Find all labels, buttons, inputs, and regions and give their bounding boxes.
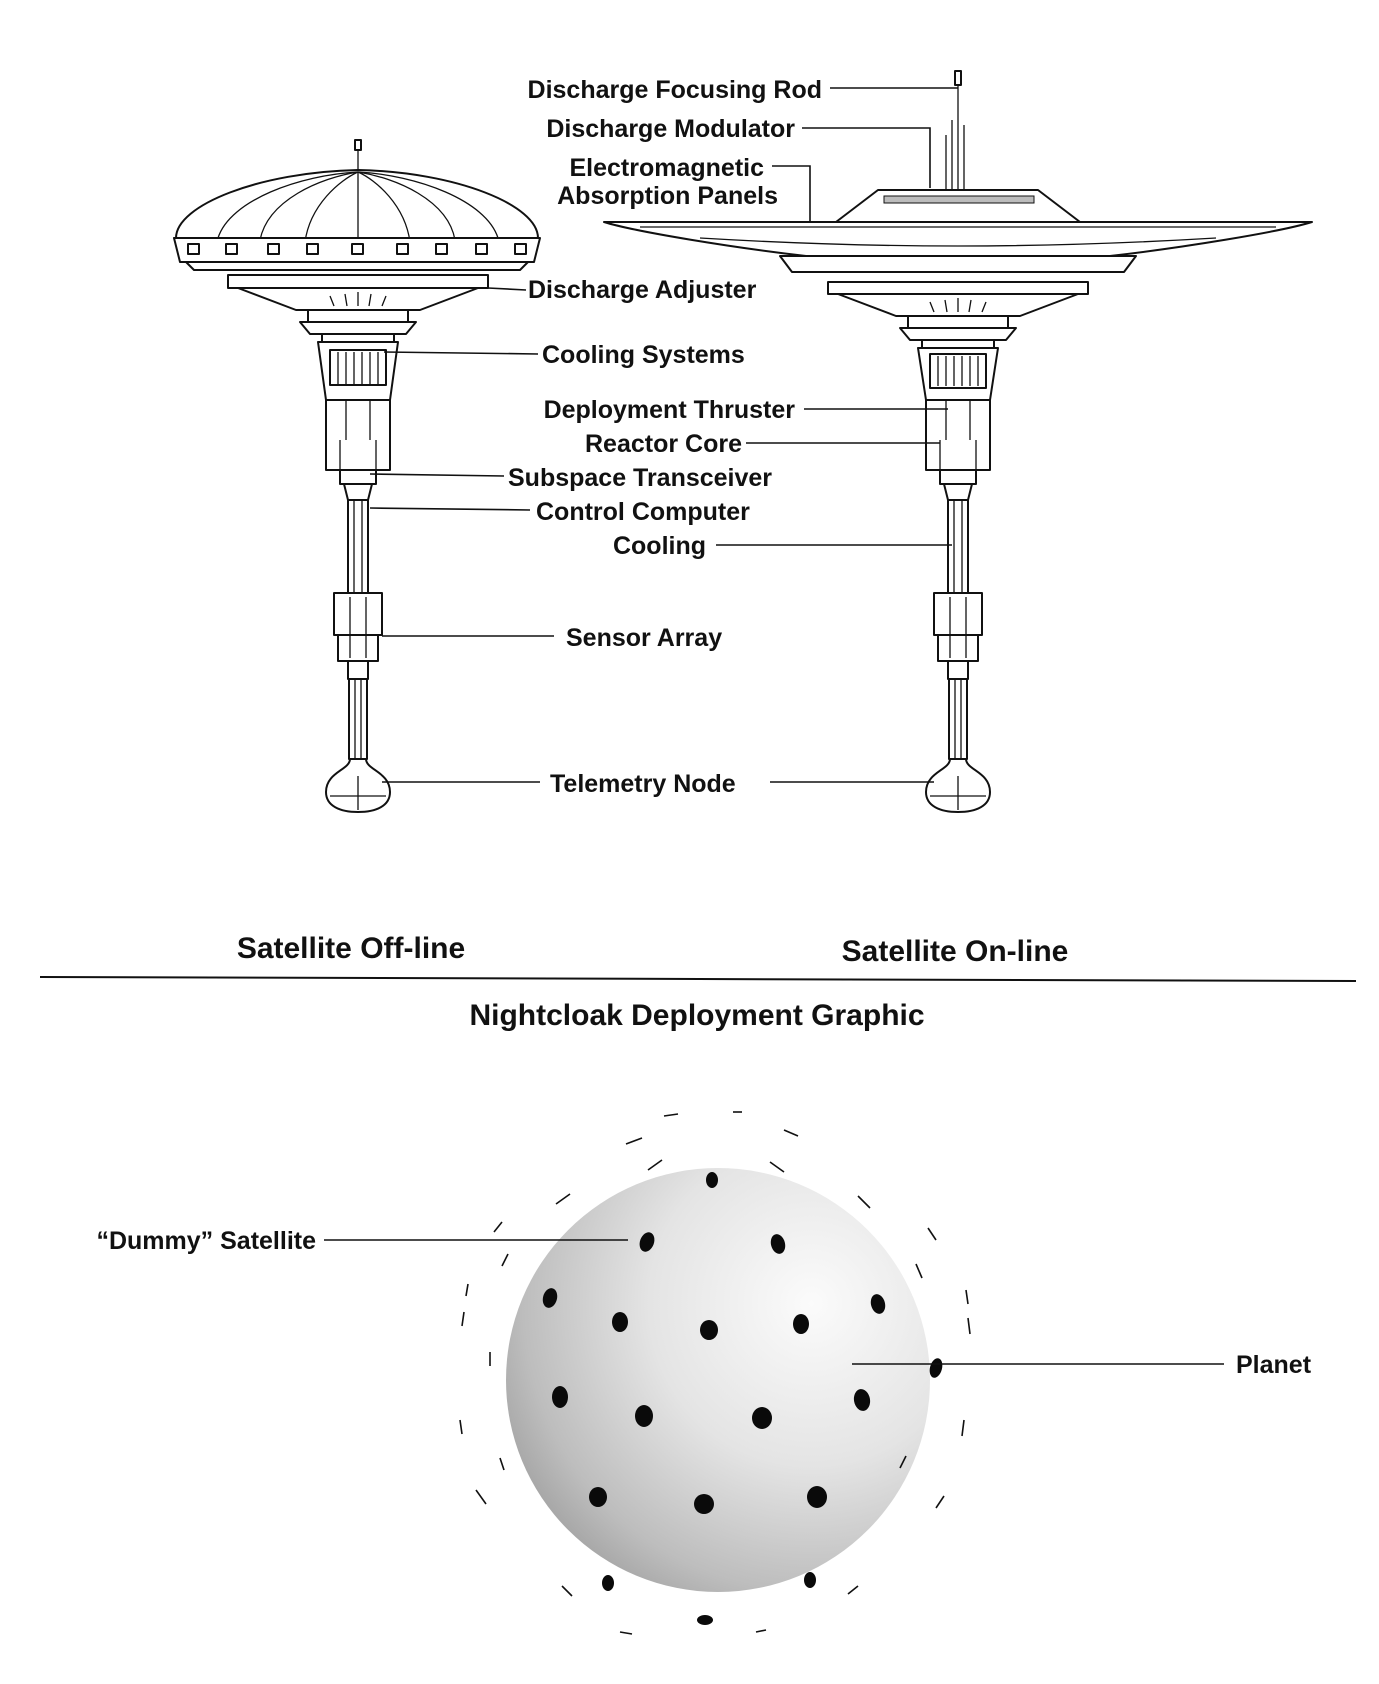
- label-sensor-array: Sensor Array: [566, 624, 722, 652]
- deployment-title: Nightcloak Deployment Graphic: [469, 999, 924, 1032]
- label-em-panels-line2: Absorption Panels: [557, 182, 778, 210]
- label-cooling-systems: Cooling Systems: [542, 341, 745, 369]
- label-control-computer: Control Computer: [536, 498, 750, 526]
- label-discharge-focusing-rod: Discharge Focusing Rod: [528, 76, 822, 104]
- section-divider: [39, 976, 1357, 982]
- label-subspace-transceiver: Subspace Transceiver: [508, 464, 772, 492]
- satellite-offline: [173, 139, 541, 813]
- caption-satellite-online: Satellite On-line: [842, 935, 1069, 968]
- label-planet: Planet: [1236, 1351, 1312, 1379]
- dummy-satellite-dot: [639, 1232, 655, 1252]
- label-cooling: Cooling: [613, 532, 706, 560]
- part-labels: Discharge Focusing Rod Discharge Modulat…: [508, 76, 822, 798]
- caption-satellite-offline: Satellite Off-line: [237, 932, 465, 965]
- label-telemetry-node: Telemetry Node: [550, 770, 736, 798]
- satellite-online: [603, 70, 1313, 813]
- label-reactor-core: Reactor Core: [585, 430, 742, 458]
- label-em-panels-line1: Electromagnetic: [569, 154, 764, 182]
- planet: [506, 1168, 930, 1592]
- label-deployment-thruster: Deployment Thruster: [544, 396, 796, 424]
- label-discharge-adjuster: Discharge Adjuster: [528, 276, 757, 304]
- leader-lines: [369, 87, 958, 783]
- satellite-dots: [459, 1111, 971, 1635]
- label-discharge-modulator: Discharge Modulator: [546, 115, 795, 143]
- label-dummy-satellite: “Dummy” Satellite: [96, 1227, 316, 1255]
